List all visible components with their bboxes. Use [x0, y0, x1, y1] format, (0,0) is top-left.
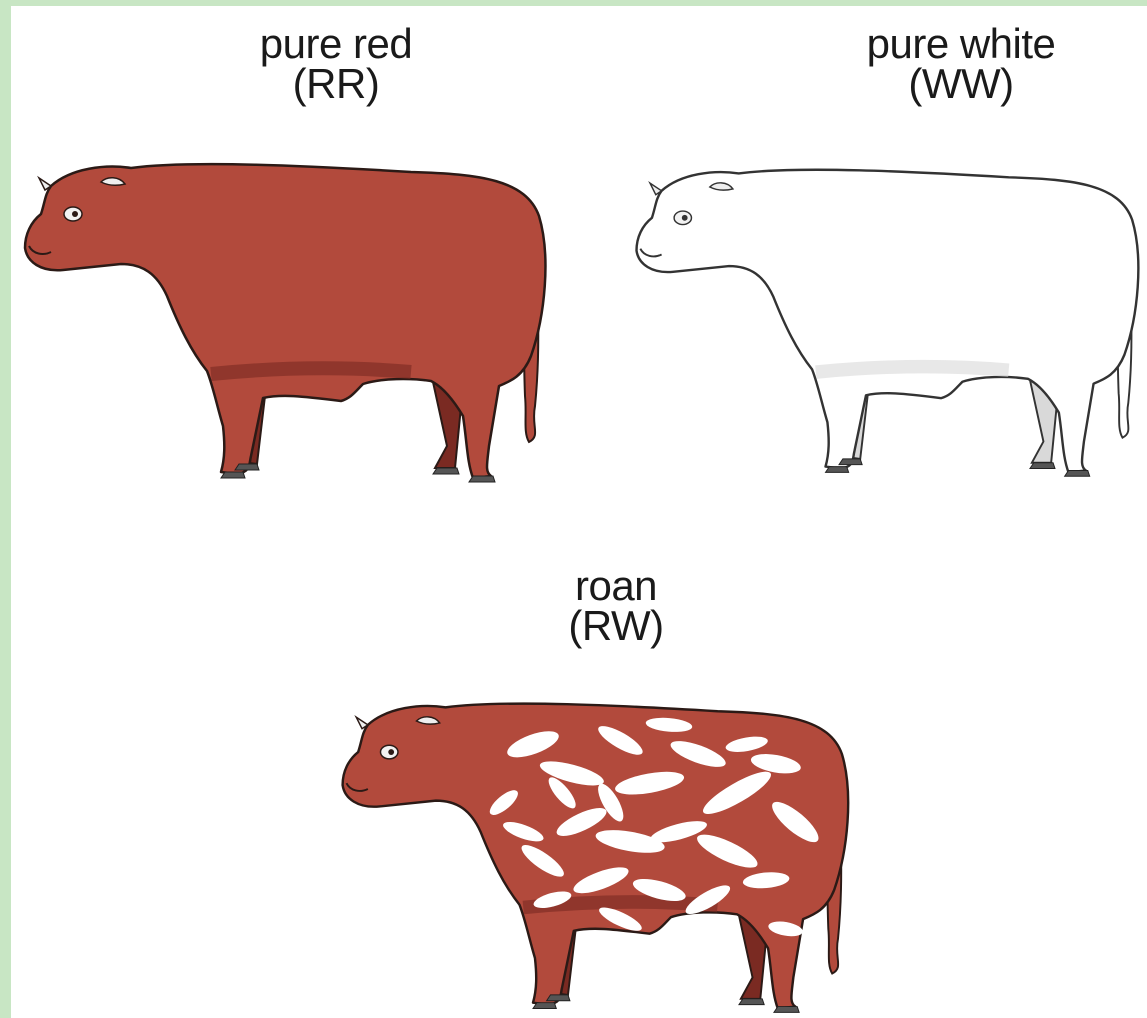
bull-hoof — [1030, 463, 1055, 469]
bull-hoof — [826, 467, 849, 473]
bull-body — [25, 164, 545, 478]
bull-hoof — [433, 468, 459, 474]
bull-hoof — [739, 999, 764, 1005]
bull-hoof — [235, 464, 259, 470]
bull-hoof — [469, 476, 495, 482]
bull-hoof — [547, 995, 570, 1001]
bull-body — [637, 170, 1139, 473]
roan-bull-illustration — [321, 686, 881, 1018]
bull-belly-shade — [816, 367, 1009, 372]
red-bull-illustration — [11, 146, 571, 496]
label-pure-red-genotype: (RR) — [186, 64, 486, 104]
label-roan-genotype: (RW) — [491, 606, 741, 646]
bull-pupil — [388, 749, 394, 755]
label-pure-red-title: pure red — [186, 24, 486, 64]
white-bull-illustration — [623, 146, 1147, 496]
bull-hoof — [1065, 470, 1090, 476]
bull-body — [343, 704, 849, 1009]
label-pure-white: pure white (WW) — [791, 24, 1131, 104]
label-pure-red: pure red (RR) — [186, 24, 486, 104]
bull-pupil — [682, 215, 688, 221]
label-pure-white-title: pure white — [791, 24, 1131, 64]
bull-hoof — [221, 472, 245, 478]
label-roan-title: roan — [491, 566, 741, 606]
label-pure-white-genotype: (WW) — [791, 64, 1131, 104]
bull-hoof — [839, 459, 862, 465]
bull-belly-shade — [211, 368, 411, 374]
bull-hoof — [533, 1003, 556, 1009]
bull-pupil — [72, 211, 78, 217]
bull-hoof — [774, 1007, 799, 1013]
label-roan: roan (RW) — [491, 566, 741, 646]
